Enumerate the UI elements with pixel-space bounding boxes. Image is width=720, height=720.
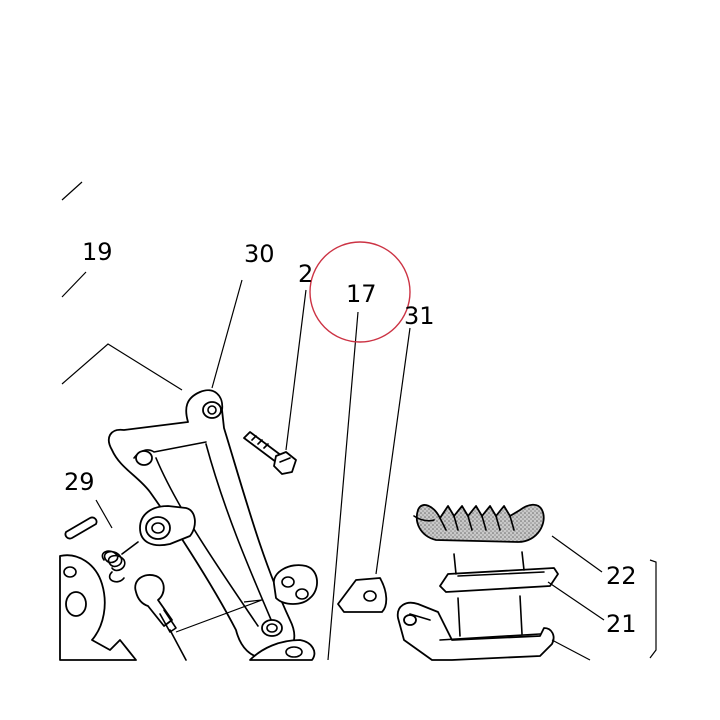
plunger-pin — [134, 574, 187, 661]
footpeg-rubber-part-22 — [413, 503, 545, 543]
callout-19: 19 — [82, 238, 113, 266]
callout-22: 22 — [606, 562, 637, 590]
callout-30: 30 — [244, 240, 275, 268]
bolt-part-2 — [243, 431, 297, 475]
callout-17: 17 — [346, 280, 377, 308]
left-housing-fragment — [59, 554, 137, 661]
spring-part-29 — [101, 541, 139, 583]
leader-29 — [95, 499, 113, 529]
footpeg-base — [396, 595, 555, 661]
leader-17 — [327, 311, 359, 661]
group-bracket-right — [649, 559, 657, 659]
leader-footpeg-base — [551, 639, 591, 661]
leader-bracket-left — [61, 343, 183, 391]
callout-31: 31 — [404, 302, 435, 330]
highlight-circle — [309, 241, 411, 343]
washer-part-31 — [337, 577, 388, 613]
callout-29: 29 — [64, 468, 95, 496]
leader-22 — [551, 535, 603, 573]
leader-lever-lower — [175, 599, 263, 633]
leader-30 — [211, 279, 243, 389]
footpeg-plate-part-21 — [439, 551, 559, 593]
leader-21 — [547, 581, 605, 621]
leader-31 — [375, 327, 411, 575]
pivot-bushing — [139, 505, 196, 547]
callout-2: 2 — [298, 260, 313, 288]
lower-bracket-fragment — [249, 639, 316, 661]
lever-arm-part-30 — [108, 389, 296, 659]
callout-21: 21 — [606, 610, 637, 638]
pin-left — [64, 516, 98, 540]
leader-19 — [61, 271, 87, 298]
double-eye-plate — [273, 564, 318, 605]
leader-2 — [285, 289, 307, 451]
stray-leader-top — [61, 181, 83, 201]
